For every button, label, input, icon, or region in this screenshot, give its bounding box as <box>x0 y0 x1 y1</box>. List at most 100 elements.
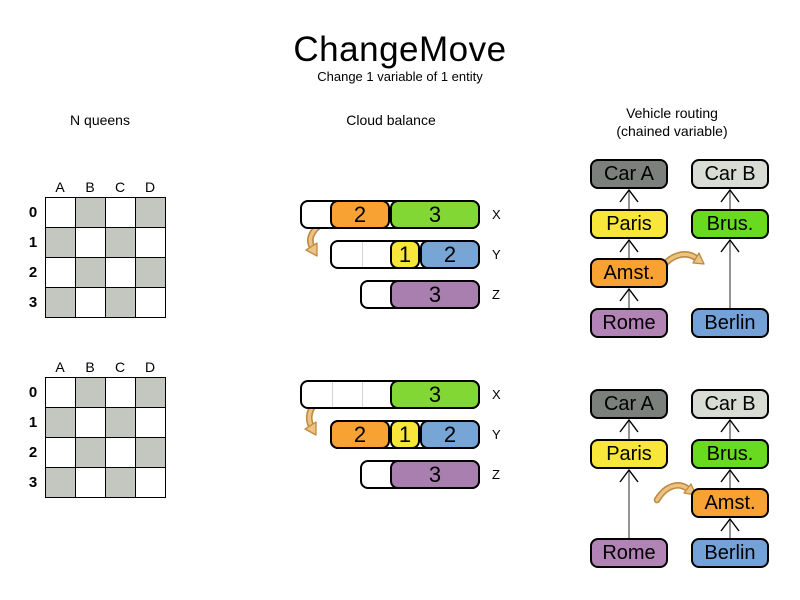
board-column-label: D <box>144 179 157 195</box>
board-cell <box>76 198 105 227</box>
vrp-box-rome: Rome <box>590 538 668 568</box>
board-cell <box>46 378 75 407</box>
board-column-label: C <box>114 359 127 375</box>
board-cell <box>136 288 165 317</box>
vrp-box-rome: Rome <box>590 308 668 338</box>
cloud-process-block: 2 <box>330 420 390 449</box>
vrp-box-brus: Brus. <box>691 209 769 239</box>
capacity-gridline <box>362 382 363 407</box>
vrp-box-brus: Brus. <box>691 439 769 469</box>
board-cell <box>106 438 135 467</box>
cloud-process-block: 2 <box>420 420 480 449</box>
nqueens-heading: N queens <box>70 112 130 128</box>
board-cell <box>46 198 75 227</box>
vrp-box-berlin: Berlin <box>691 538 769 568</box>
nqueens-board-before: A B C D 0 1 2 3 <box>29 179 166 318</box>
board-cell <box>106 468 135 497</box>
chain-arrowhead <box>619 238 639 253</box>
cloud-computer-label: Z <box>492 287 500 302</box>
vrp-box-carb: Car B <box>691 389 769 419</box>
board-cell <box>76 288 105 317</box>
board-row-label: 1 <box>28 414 38 431</box>
cloud-computer-label: Z <box>492 467 500 482</box>
page-title: ChangeMove <box>293 30 507 69</box>
vrp-box-carb: Car B <box>691 159 769 189</box>
vrp-box-amst: Amst. <box>590 258 668 288</box>
cloud-process-block: 3 <box>390 380 480 409</box>
vrp-box-cara: Car A <box>590 389 668 419</box>
board-column-label: B <box>85 179 96 195</box>
vrp-box-paris: Paris <box>590 439 668 469</box>
cloud-process-block: 3 <box>390 460 480 489</box>
board-row-label: 2 <box>28 444 38 461</box>
chain-arrowhead <box>619 418 639 433</box>
chain-arrowhead <box>720 188 740 203</box>
board-cell <box>136 198 165 227</box>
board-cell <box>46 288 75 317</box>
cloud-heading: Cloud balance <box>346 112 436 128</box>
chain-arrowhead <box>720 517 740 532</box>
board-cell <box>46 228 75 257</box>
cloud-computer-label: X <box>492 207 501 222</box>
chain-arrowhead <box>720 238 740 253</box>
chain-arrowhead <box>619 468 639 483</box>
vrp-box-berlin: Berlin <box>691 308 769 338</box>
board-column-label: C <box>114 179 127 195</box>
nqueens-board-after: A B C D 0 1 2 3 <box>29 359 166 498</box>
board-row-label: 2 <box>28 264 38 281</box>
board-row-label: 3 <box>28 294 38 311</box>
board-cell <box>136 378 165 407</box>
board-row-label: 1 <box>28 234 38 251</box>
board-cell <box>46 438 75 467</box>
page-subtitle: Change 1 variable of 1 entity <box>317 69 483 84</box>
chain-arrowhead <box>720 418 740 433</box>
board-cell <box>76 228 105 257</box>
cloud-computer-label: Y <box>492 247 501 262</box>
board-row-label: 3 <box>28 474 38 491</box>
board-cell <box>46 468 75 497</box>
board-row-label: 0 <box>28 384 38 401</box>
capacity-gridline <box>362 242 363 267</box>
board-column-label: A <box>55 179 66 195</box>
cloud-process-block: 1 <box>390 240 420 269</box>
board-cell <box>136 438 165 467</box>
cloud-computer-label: Y <box>492 427 501 442</box>
board-cell <box>136 408 165 437</box>
chain-connectors <box>619 188 740 538</box>
board-cell <box>76 408 105 437</box>
vrp-box-cara: Car A <box>590 159 668 189</box>
vrp-box-amst: Amst. <box>691 488 769 518</box>
board-cell <box>106 408 135 437</box>
cloud-process-block: 2 <box>330 200 390 229</box>
cloud-process-block: 3 <box>390 200 480 229</box>
board-cell <box>46 408 75 437</box>
cloud-process-block: 1 <box>390 420 420 449</box>
capacity-gridline <box>332 382 333 407</box>
board-row-label: 0 <box>28 204 38 221</box>
board-cell <box>76 468 105 497</box>
board-cell <box>136 228 165 257</box>
board-cell <box>106 198 135 227</box>
chain-arrowhead <box>619 287 639 302</box>
board-cell <box>106 258 135 287</box>
board-cell <box>106 288 135 317</box>
board-cell <box>76 258 105 287</box>
cloud-process-block: 3 <box>390 280 480 309</box>
board-column-label: D <box>144 359 157 375</box>
board-cell <box>76 378 105 407</box>
vrp-heading-line1: Vehicle routing <box>626 105 718 121</box>
board-cell <box>76 438 105 467</box>
cloud-process-block: 2 <box>420 240 480 269</box>
cloud-computer-label: X <box>492 387 501 402</box>
chain-arrowhead <box>619 188 639 203</box>
board-cell <box>136 258 165 287</box>
board-cell <box>136 468 165 497</box>
board-cell <box>106 228 135 257</box>
board-column-label: B <box>85 359 96 375</box>
board-cell <box>46 258 75 287</box>
board-cell <box>106 378 135 407</box>
board-column-label: A <box>55 359 66 375</box>
vrp-heading: Vehicle routing (chained variable) <box>572 104 772 140</box>
vrp-box-paris: Paris <box>590 209 668 239</box>
